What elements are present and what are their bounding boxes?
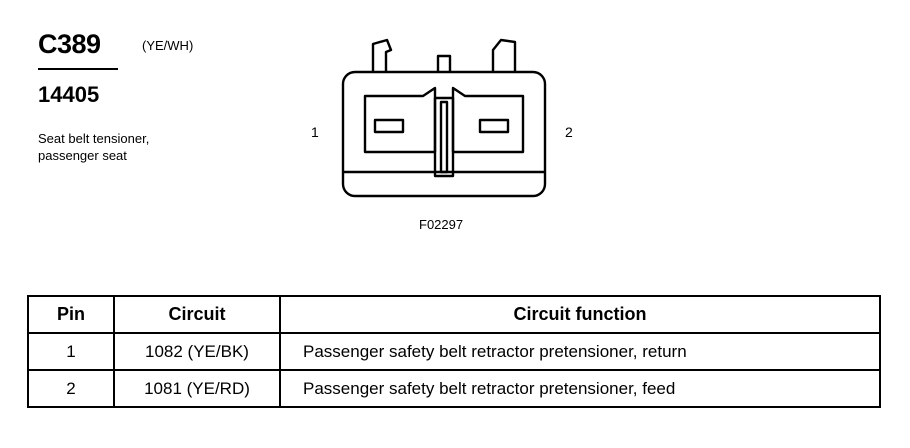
pin-number-2-label: 2: [565, 124, 573, 140]
table-row: 2 1081 (YE/RD) Passenger safety belt ret…: [27, 369, 881, 408]
pin-circuit-table: Pin Circuit Circuit function 1 1082 (YE/…: [27, 295, 881, 408]
center-tab: [436, 54, 452, 72]
column-header-circuit: Circuit: [113, 295, 281, 334]
center-latch-slot: [439, 100, 449, 174]
connector-housing: [341, 70, 547, 198]
connector-id-underline: [38, 68, 118, 70]
connector-face-drawing: [341, 38, 547, 198]
cell-pin: 1: [27, 332, 115, 371]
cell-circuit: 1082 (YE/BK): [113, 332, 281, 371]
connector-description: Seat belt tensioner, passenger seat: [38, 130, 149, 164]
cell-circuit-function: Passenger safety belt retractor pretensi…: [279, 332, 881, 371]
figure-code: F02297: [419, 217, 464, 232]
cell-pin: 2: [27, 369, 115, 408]
description-line-1: Seat belt tensioner,: [38, 131, 150, 146]
terminal-slot-1: [373, 118, 405, 134]
table-header-row: Pin Circuit Circuit function: [27, 295, 881, 334]
cell-circuit-function: Passenger safety belt retractor pretensi…: [279, 369, 881, 408]
table-row: 1 1082 (YE/BK) Passenger safety belt ret…: [27, 332, 881, 371]
cell-circuit: 1081 (YE/RD): [113, 369, 281, 408]
left-lock-tab: [371, 38, 393, 72]
connector-color: (YE/WH): [142, 38, 194, 53]
part-number: 14405: [38, 82, 100, 107]
column-header-pin: Pin: [27, 295, 115, 334]
right-lock-tab: [491, 38, 517, 72]
pin-number-1-label: 1: [311, 124, 319, 140]
terminal-slot-2: [478, 118, 510, 134]
center-latch: [433, 96, 455, 178]
description-line-2: passenger seat: [38, 148, 127, 163]
connector-id: C389: [38, 29, 101, 59]
column-header-circuit-function: Circuit function: [279, 295, 881, 334]
